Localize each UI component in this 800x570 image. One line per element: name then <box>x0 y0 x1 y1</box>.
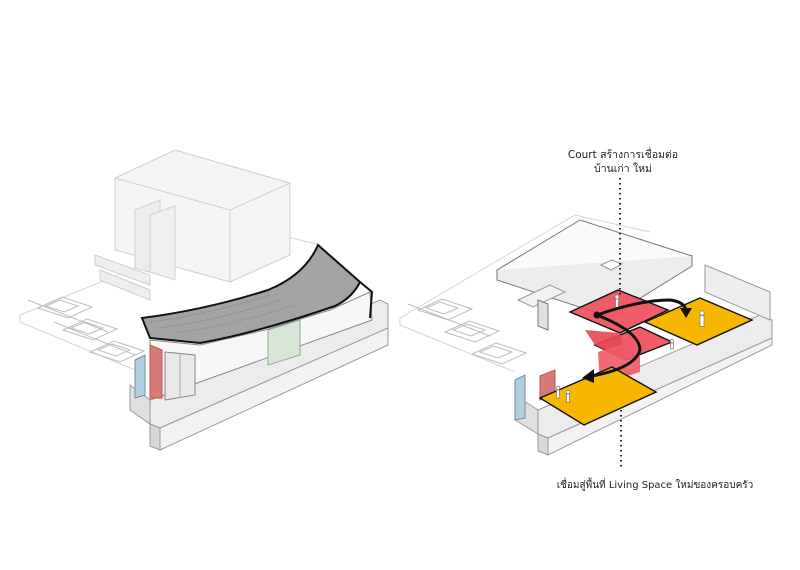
leader-lines <box>619 178 622 470</box>
people-figures <box>555 294 705 403</box>
right-parking-cars <box>407 298 528 365</box>
left-facade <box>134 291 373 401</box>
old-house-plan <box>495 219 694 331</box>
left-axonometric <box>19 149 389 451</box>
arrow-to-upper-living <box>595 298 688 317</box>
left-parking-cars <box>27 296 146 363</box>
arrow-origin <box>593 311 601 319</box>
right-site-outline <box>399 214 651 373</box>
right-axonometric <box>399 178 773 470</box>
flow-arrows <box>582 298 692 383</box>
arrow-head-upper <box>680 308 692 318</box>
left-curved-roof <box>140 243 374 345</box>
arrow-head-lower <box>582 369 594 383</box>
court-annotation-line-1: Court สร้างการเชื่อมต่อ <box>567 149 679 161</box>
existing-building <box>94 149 291 301</box>
court-annotation-line-2: บ้านเก่า ใหม่ <box>594 163 652 175</box>
living-space-annotation: เชื่อมสู่พื้นที่ Living Space ใหม่ของครอ… <box>556 480 754 491</box>
arrow-to-lower-living <box>590 313 642 378</box>
